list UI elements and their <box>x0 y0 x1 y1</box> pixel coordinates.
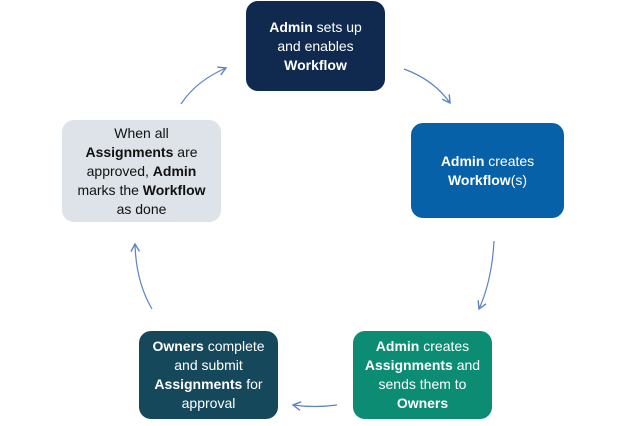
node-text-line: Workflow <box>269 56 362 75</box>
node-text-line: approval <box>152 394 264 413</box>
node-text-run: sets up <box>312 18 362 35</box>
node-text-run: and <box>452 357 481 373</box>
node-text-line: as done <box>77 200 205 219</box>
node-text-bold-run: Assignments <box>154 376 243 392</box>
node-text-run: for <box>242 376 263 392</box>
node-text-line: approved, Admin <box>77 162 205 181</box>
arrow-n1-to-n2 <box>403 68 451 105</box>
node-text-line: and enables <box>269 37 362 56</box>
node-text-line: sends them to <box>365 375 480 394</box>
node-text-bold-run: Workflow <box>447 171 511 188</box>
node-text-line: Admin creates <box>365 337 480 356</box>
arrow-n2-to-n3 <box>477 240 495 311</box>
node-text-run: marks the <box>77 181 143 198</box>
node-text-run: approval <box>181 395 236 411</box>
node-text-line: Admin creates <box>441 152 534 171</box>
node-text-run: creates <box>484 152 535 169</box>
node-text-run: (s) <box>510 171 528 188</box>
node-text-bold-run: Assignments <box>85 143 174 160</box>
node-text-line: Assignments are <box>77 143 205 162</box>
node-text-line: Admin sets up <box>269 18 362 37</box>
node-text-bold-run: Workflow <box>142 181 206 198</box>
node-text-line: and submit <box>152 356 264 375</box>
node-text-line: Owners complete <box>152 337 264 356</box>
node-text-run: creates <box>419 338 470 354</box>
node-text-bold-run: Admin <box>440 152 485 169</box>
node-text-bold-run: Owners <box>152 338 204 354</box>
node-text-line: When all <box>77 124 205 143</box>
node-text-bold-run: Owners <box>396 395 449 411</box>
node-text-line: Owners <box>365 394 480 413</box>
node-text-run: approved, <box>86 162 153 179</box>
node-text-run: complete <box>203 338 265 354</box>
node-text-bold-run: Admin <box>152 162 197 179</box>
node-text-line: Assignments and <box>365 356 480 375</box>
node-text-run: as done <box>116 200 167 217</box>
node-text-run: and enables <box>277 37 354 54</box>
node-text-run: and submit <box>174 357 243 373</box>
node-text-line: Workflow(s) <box>441 171 534 190</box>
arrow-n5-to-n1 <box>180 66 228 105</box>
node-text-bold-run: Assignments <box>364 357 453 373</box>
node-text-line: Assignments for <box>152 375 264 394</box>
node-text-bold-run: Admin <box>375 338 420 354</box>
arrow-n4-to-n5 <box>130 242 153 310</box>
node-text-bold-run: Workflow <box>284 56 347 73</box>
node-text-run: sends them to <box>378 376 467 392</box>
node-text-run: are <box>173 143 198 160</box>
node-text-run: When all <box>114 124 169 141</box>
arrow-n3-to-n4 <box>291 401 338 411</box>
node-text-line: marks the Workflow <box>77 181 205 200</box>
node-text-bold-run: Admin <box>269 18 313 35</box>
